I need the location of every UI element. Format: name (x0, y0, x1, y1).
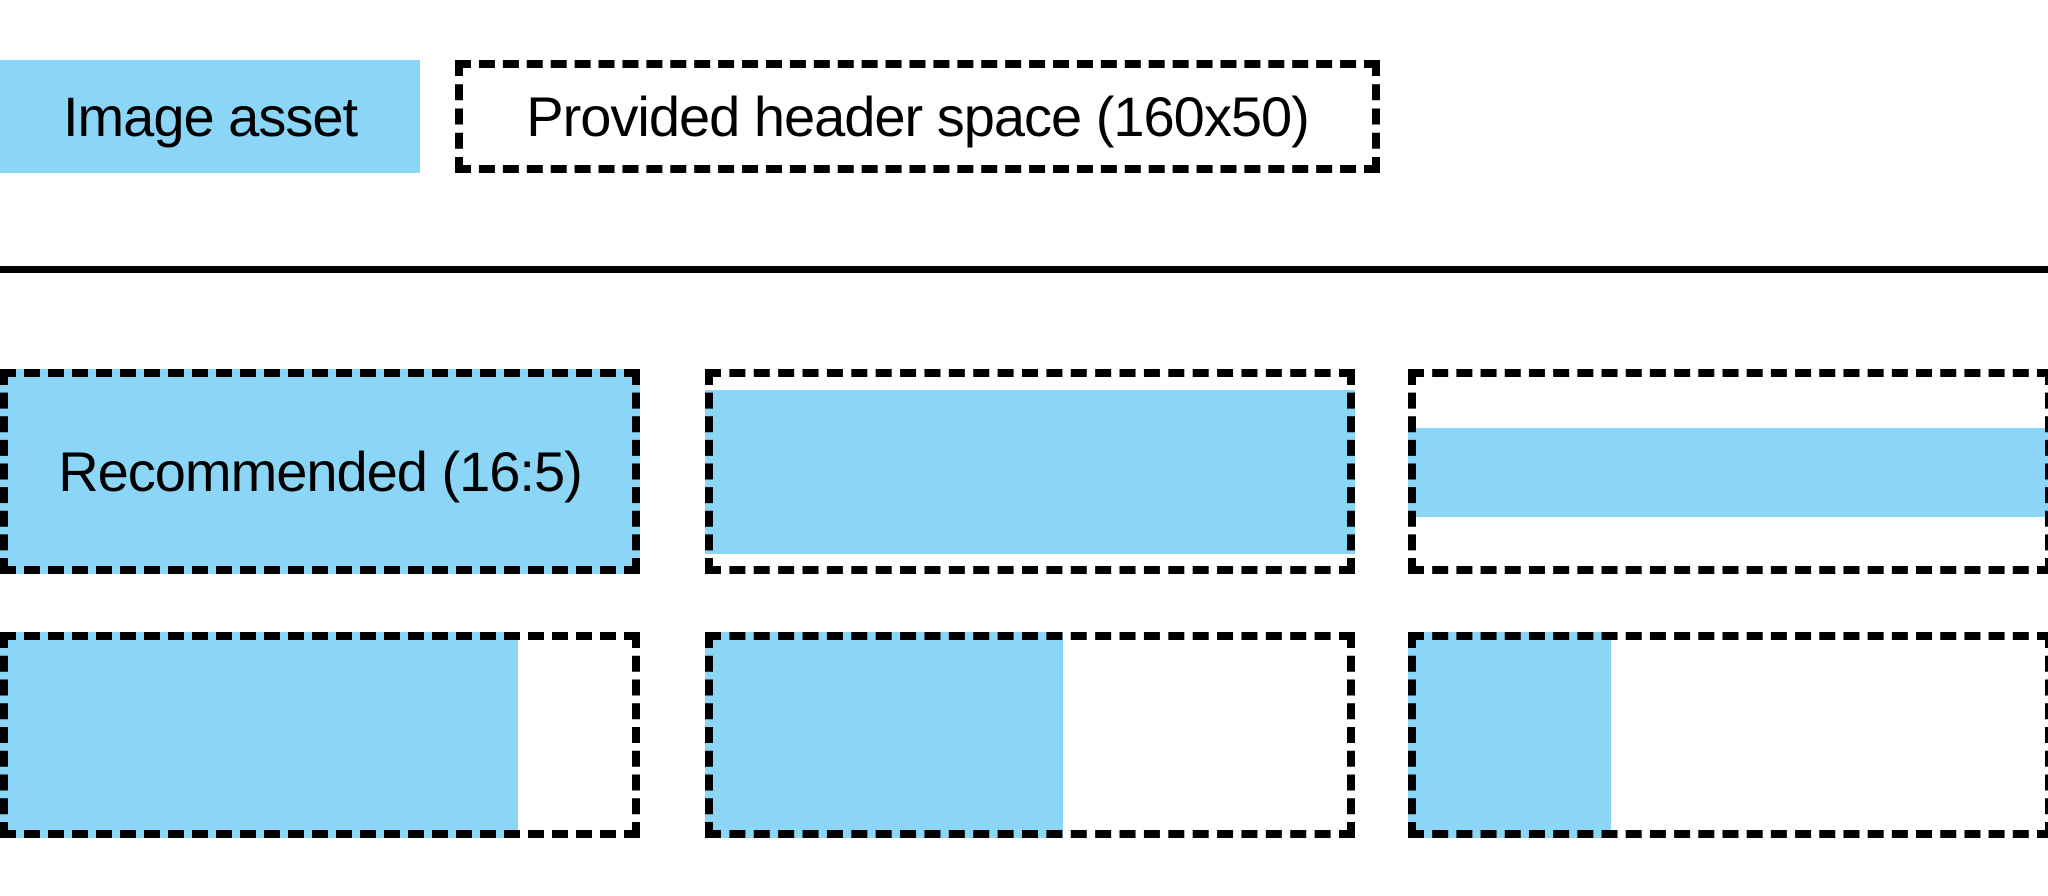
example-recommended-16x5: Recommended (16:5) (0, 369, 640, 574)
asset-fill (1408, 428, 2048, 517)
asset-fill (705, 632, 1063, 838)
example-tall-asset-medium (705, 632, 1355, 838)
asset-fill (1408, 632, 1612, 838)
asset-fill (705, 389, 1355, 554)
asset-fill (0, 632, 519, 838)
provided-header-space-label: Provided header space (160x50) (526, 85, 1310, 148)
image-asset-label: Image asset (62, 85, 358, 148)
example-tall-asset-large (0, 632, 640, 838)
recommended-label: Recommended (16:5) (58, 440, 583, 503)
section-divider (0, 266, 2048, 273)
example-wide-asset (705, 369, 1355, 574)
example-tall-asset-small (1408, 632, 2048, 838)
image-asset-swatch: Image asset (0, 60, 420, 173)
provided-header-space-box: Provided header space (160x50) (455, 60, 1380, 173)
asset-fill (0, 369, 640, 574)
example-ultra-wide-asset (1408, 369, 2048, 574)
